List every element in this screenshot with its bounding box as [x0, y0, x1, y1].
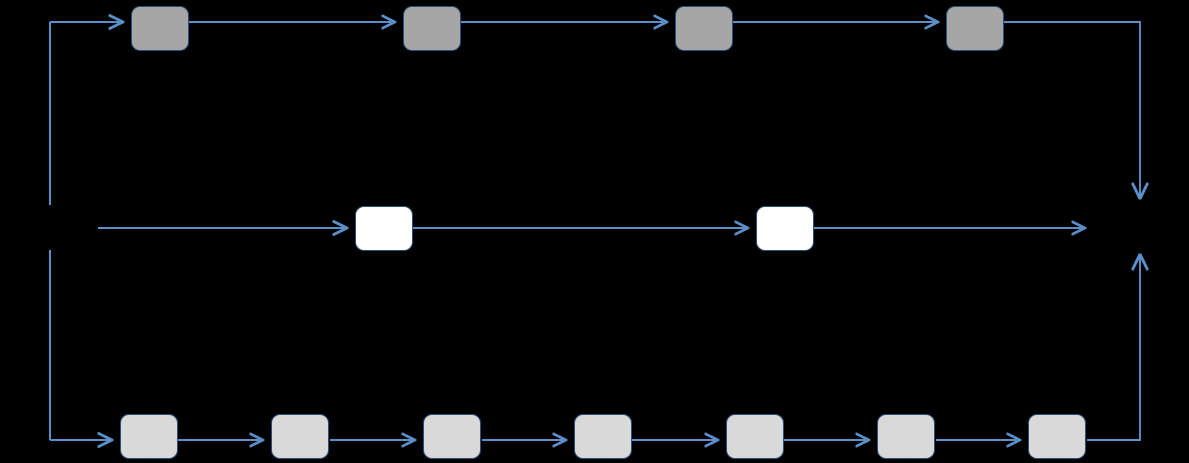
top-row-node-2[interactable] [403, 6, 461, 51]
bottom-row-node-1[interactable] [120, 414, 178, 459]
top-row-node-4[interactable] [946, 6, 1004, 51]
top-row-node-3[interactable] [675, 6, 733, 51]
bottom-row-node-7[interactable] [1028, 414, 1086, 459]
bottom-row-node-5[interactable] [726, 414, 784, 459]
bottom-row-node-2[interactable] [271, 414, 329, 459]
top-row-node-1[interactable] [131, 6, 189, 51]
bottom-row-node-3[interactable] [423, 414, 481, 459]
middle-row-node-1[interactable] [355, 206, 413, 251]
connector-group-bottom-row [178, 255, 1140, 440]
bottom-row-node-4[interactable] [574, 414, 632, 459]
edge-bottom-7-to-merge-up [1087, 255, 1140, 441]
edge-top-4-to-merge-down [1004, 21, 1140, 198]
middle-row-node-2[interactable] [756, 206, 814, 251]
connector-group-left-bus [49, 22, 347, 440]
connector-group-top-row [189, 22, 1140, 198]
bottom-row-node-6[interactable] [877, 414, 935, 459]
